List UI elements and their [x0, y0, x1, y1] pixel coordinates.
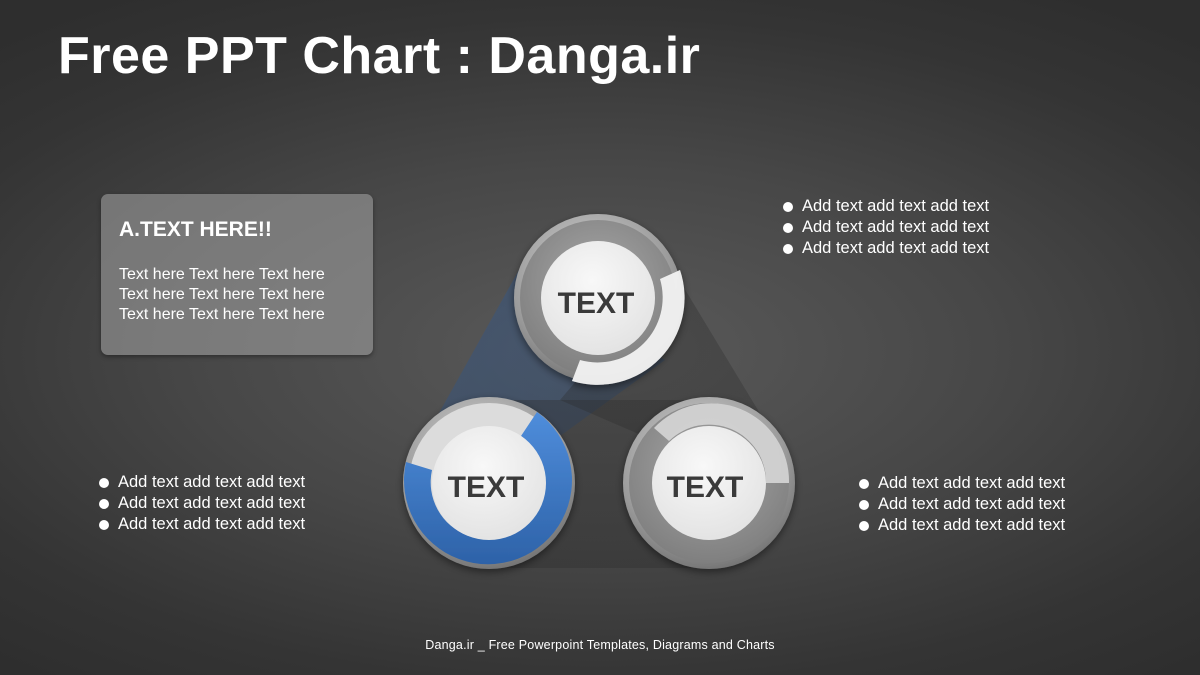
info-card: A.TEXT HERE!! Text here Text here Text h…: [101, 194, 373, 355]
bullet-dot-icon: [859, 500, 869, 510]
circle-top-label: TEXT: [558, 287, 635, 320]
circle-right-label: TEXT: [667, 471, 744, 504]
list-item: Add text add text add text: [97, 514, 305, 535]
list-item: Add text add text add text: [97, 472, 305, 493]
ring-segment-right: [654, 403, 790, 483]
circle-right: [623, 397, 795, 569]
ring-segment-top: [572, 270, 685, 385]
circle-left-label: TEXT: [448, 471, 525, 504]
bullet-dot-icon: [783, 223, 793, 233]
bullet-dot-icon: [99, 499, 109, 509]
list-item: Add text add text add text: [857, 515, 1065, 536]
bullet-list-bottom-right: Add text add text add text Add text add …: [857, 473, 1065, 536]
list-item: Add text add text add text: [857, 473, 1065, 494]
card-body: Text here Text here Text here Text here …: [119, 265, 325, 325]
ring-segment-blue: [403, 412, 572, 565]
list-item: Add text add text add text: [781, 196, 989, 217]
footer-caption: Danga.ir _ Free Powerpoint Templates, Di…: [425, 638, 775, 652]
page-title: Free PPT Chart : Danga.ir: [58, 27, 701, 85]
bullet-list-bottom-left: Add text add text add text Add text add …: [97, 472, 305, 535]
bullet-list-top-right: Add text add text add text Add text add …: [781, 196, 989, 259]
list-item: Add text add text add text: [781, 238, 989, 259]
bullet-dot-icon: [783, 202, 793, 212]
card-text-line: Text here Text here Text here: [119, 286, 325, 303]
list-item: Add text add text add text: [857, 494, 1065, 515]
card-heading: A.TEXT HERE!!: [119, 218, 272, 241]
bullet-dot-icon: [99, 520, 109, 530]
circle-left: [403, 397, 575, 569]
bullet-dot-icon: [859, 479, 869, 489]
list-item: Add text add text add text: [97, 493, 305, 514]
bullet-dot-icon: [859, 521, 869, 531]
card-text-line: Text here Text here Text here: [119, 306, 325, 323]
bullet-dot-icon: [99, 478, 109, 488]
list-item: Add text add text add text: [781, 217, 989, 238]
bullet-dot-icon: [783, 244, 793, 254]
card-text-line: Text here Text here Text here: [119, 266, 325, 283]
circle-top: [514, 214, 685, 385]
